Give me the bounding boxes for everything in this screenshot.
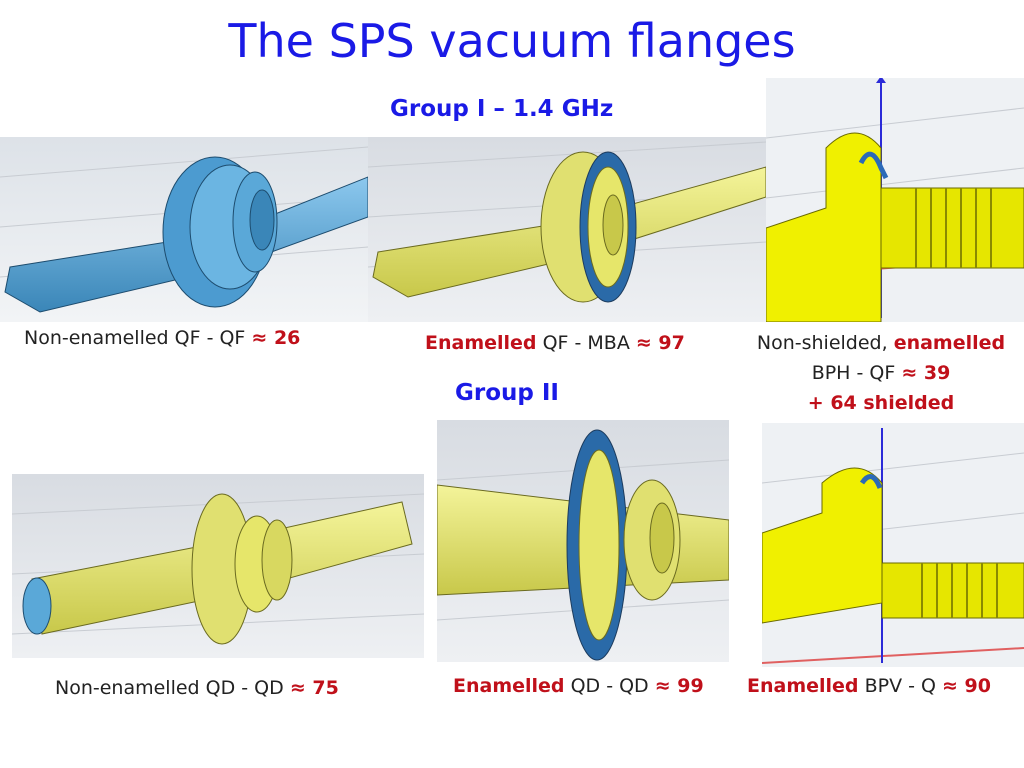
- impedance-value: ≈ 90: [942, 675, 991, 697]
- group-2-heading: Group II: [455, 380, 559, 406]
- model-image-qf-qf: [0, 137, 368, 322]
- caption-qd-qd-enamelled: Enamelled QD - QD ≈ 99: [453, 671, 704, 701]
- caption-qf-mba: Enamelled QF - MBA ≈ 97: [425, 328, 685, 358]
- impedance-value: ≈ 39: [901, 362, 951, 384]
- impedance-value: ≈ 26: [251, 327, 301, 349]
- model-image-bpv-q: [762, 423, 1024, 667]
- impedance-value: ≈ 97: [635, 332, 685, 354]
- page-title: The SPS vacuum flanges: [228, 14, 796, 68]
- caption-text: Non-enamelled QD - QD: [55, 677, 290, 699]
- model-image-qf-mba: [368, 137, 766, 322]
- caption-bph-qf: Non-shielded, enamelled BPH - QF ≈ 39 + …: [745, 328, 1017, 418]
- group-1-heading: Group I – 1.4 GHz: [390, 96, 614, 122]
- caption-line-2: BPH - QF ≈ 39: [745, 358, 1017, 388]
- enamelled-label: Enamelled: [425, 332, 537, 354]
- enamelled-label: enamelled: [893, 332, 1006, 354]
- caption-text: Non-shielded,: [756, 332, 894, 354]
- caption-text: Non-enamelled QF - QF: [24, 327, 252, 349]
- model-image-qd-qd-enamelled: [437, 420, 729, 662]
- caption-bpv-q: Enamelled BPV - Q ≈ 90: [747, 671, 991, 701]
- caption-qd-qd: Non-enamelled QD - QD ≈ 75: [55, 673, 339, 703]
- model-image-qd-qd: [12, 474, 424, 658]
- impedance-value: ≈ 75: [289, 677, 339, 699]
- impedance-value: ≈ 99: [654, 675, 704, 697]
- caption-text: BPV - Q: [858, 675, 942, 697]
- model-image-bph-qf: [766, 78, 1024, 322]
- caption-text: BPH - QF: [811, 362, 902, 384]
- enamelled-label: Enamelled: [747, 675, 859, 697]
- caption-text: QF - MBA: [536, 332, 636, 354]
- caption-qf-qf: Non-enamelled QF - QF ≈ 26: [24, 323, 300, 353]
- caption-text: QD - QD: [564, 675, 655, 697]
- enamelled-label: Enamelled: [453, 675, 565, 697]
- shielded-value: + 64 shielded: [807, 392, 955, 414]
- caption-line-1: Non-shielded, enamelled: [745, 328, 1017, 358]
